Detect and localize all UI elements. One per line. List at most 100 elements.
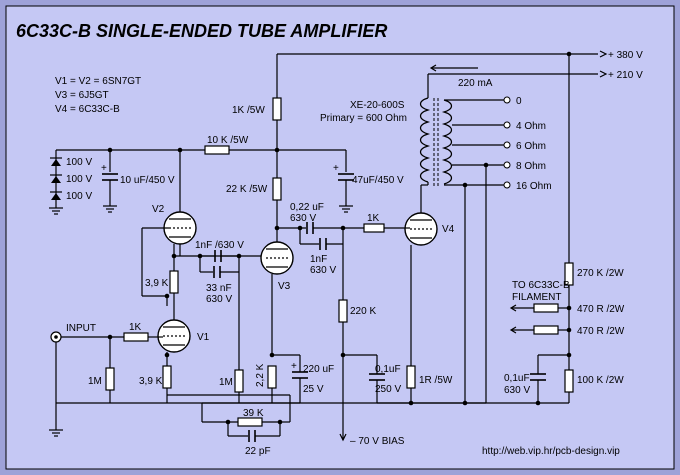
- arrow-icon: [429, 64, 437, 72]
- tube-v4-label: V4: [442, 224, 455, 235]
- tap-label: 8 Ohm: [516, 161, 546, 172]
- c-22pf-label: 22 pF: [245, 446, 271, 457]
- arrow-icon: [509, 304, 517, 312]
- resistor-100k: [564, 369, 574, 393]
- hv-210-label: + 210 V: [608, 70, 643, 81]
- tube-v3: [260, 241, 294, 275]
- page-title: 6C33C-B SINGLE-ENDED TUBE AMPLIFIER: [16, 21, 387, 41]
- svg-text:+: +: [333, 163, 339, 174]
- c-01-630-label: 0,1uF: [504, 373, 530, 384]
- resistor-22k-v3: [267, 365, 277, 389]
- hv-380-label: + 380 V: [608, 50, 643, 61]
- r-39k-v2-label: 3,9 K: [145, 278, 169, 289]
- c-220uf-label: 220 uF: [303, 364, 334, 375]
- r-39k-fb-label: 39 K: [243, 408, 264, 419]
- r-1k5w-label: 1K /5W: [232, 105, 265, 116]
- tap-label: 6 Ohm: [516, 141, 546, 152]
- transformer-secondary: [441, 99, 453, 185]
- c-1nf-voltage: 630 V: [310, 265, 336, 276]
- c-220uf-voltage: 25 V: [303, 384, 324, 395]
- zener-label: 100 V: [66, 191, 92, 202]
- zener-diode-icon: [51, 193, 61, 200]
- c-1nf-label: 1nF: [310, 254, 327, 265]
- r-1k-grid-label: 1K: [367, 213, 380, 224]
- resistor-10k-5w: [204, 145, 230, 155]
- tube-list-item: V4 = 6C33C-B: [55, 104, 120, 115]
- r-1k-in-label: 1K: [129, 322, 142, 333]
- zener-diode-icon: [51, 159, 61, 166]
- source-url: http://web.vip.hr/pcb-design.vip: [482, 446, 620, 457]
- tube-v1: [157, 319, 191, 353]
- arrow-icon: [599, 70, 608, 78]
- resistor-22k-5w: [272, 177, 282, 201]
- c-022-voltage: 630 V: [290, 213, 316, 224]
- resistor-1r-5w: [406, 365, 416, 389]
- transformer-primary: [419, 97, 431, 183]
- r-10k5w-label: 10 K /5W: [207, 135, 249, 146]
- resistor-1m-v3: [234, 369, 244, 393]
- tap-label: 4 Ohm: [516, 121, 546, 132]
- tube-list-item: V3 = 6J5GT: [55, 90, 109, 101]
- arrow-icon: [339, 433, 347, 442]
- transformer-name: XE-20-600S: [350, 100, 405, 111]
- r-470-b-label: 470 R /2W: [577, 326, 625, 337]
- tube-v1-label: V1: [197, 332, 210, 343]
- svg-text:+: +: [291, 361, 297, 372]
- r-39k-v1-label: 3,9 K: [139, 376, 163, 387]
- c-01-label: 0,1uF: [375, 364, 401, 375]
- r-270k-label: 270 K /2W: [577, 268, 624, 279]
- resistor-39k-feedback: [237, 417, 263, 427]
- resistor-470r-a: [533, 303, 559, 313]
- r-1m-v3-label: 1M: [219, 377, 233, 388]
- r-1m-in-label: 1M: [88, 376, 102, 387]
- resistor-1k-input: [123, 332, 149, 342]
- bias-label: – 70 V BIAS: [350, 436, 405, 447]
- transformer-primary-label: Primary = 600 Ohm: [320, 113, 407, 124]
- c-022-label: 0,22 uF: [290, 202, 324, 213]
- c-33nf-label: 33 nF: [206, 283, 232, 294]
- resistor-470r-b: [533, 325, 559, 335]
- resistor-1k-5w: [272, 97, 282, 121]
- zener-label: 100 V: [66, 174, 92, 185]
- arrow-icon: [599, 50, 608, 58]
- r-470-a-label: 470 R /2W: [577, 304, 625, 315]
- resistor-220k: [338, 299, 348, 323]
- c-33nf-voltage: 630 V: [206, 294, 232, 305]
- arrow-icon: [509, 326, 517, 334]
- tube-v4: [404, 212, 438, 246]
- resistor-39k-v2: [169, 270, 179, 294]
- tap-label: 16 Ohm: [516, 181, 552, 192]
- tube-v2-label: V2: [152, 204, 165, 215]
- r-22k-v3-label: 2,2 K: [255, 363, 266, 387]
- tube-v3-label: V3: [278, 281, 291, 292]
- output-terminal: [503, 96, 511, 104]
- schematic-panel: [5, 5, 675, 470]
- svg-text:+: +: [101, 163, 107, 174]
- filament-label: FILAMENT: [512, 292, 561, 303]
- output-terminal: [503, 121, 511, 129]
- resistor-1m-input: [105, 367, 115, 391]
- r-1r5w-label: 1R /5W: [419, 375, 453, 386]
- zener-diode-icon: [51, 176, 61, 183]
- r-100k-label: 100 K /2W: [577, 375, 624, 386]
- resistor-39k-v1: [162, 365, 172, 389]
- zener-label: 100 V: [66, 157, 92, 168]
- c-47uf-label: 47uF/450 V: [352, 175, 404, 186]
- tap-label: 0: [516, 96, 522, 107]
- r-220k-label: 220 K: [350, 306, 376, 317]
- input-label: INPUT: [66, 323, 96, 334]
- c-1nf630-label: 1nF /630 V: [195, 240, 244, 251]
- current-label: 220 mA: [458, 78, 493, 89]
- output-terminal: [503, 181, 511, 189]
- r-22k5w-label: 22 K /5W: [226, 184, 268, 195]
- c-01-630-voltage: 630 V: [504, 385, 530, 396]
- c-01-voltage: 250 V: [375, 384, 401, 395]
- c-10uf-label: 10 uF/450 V: [120, 175, 175, 186]
- tube-list-item: V1 = V2 = 6SN7GT: [55, 76, 141, 87]
- output-terminal: [503, 141, 511, 149]
- output-terminal: [503, 161, 511, 169]
- resistor-1k-grid: [363, 223, 385, 233]
- filament-label: TO 6C33C-B: [512, 280, 570, 291]
